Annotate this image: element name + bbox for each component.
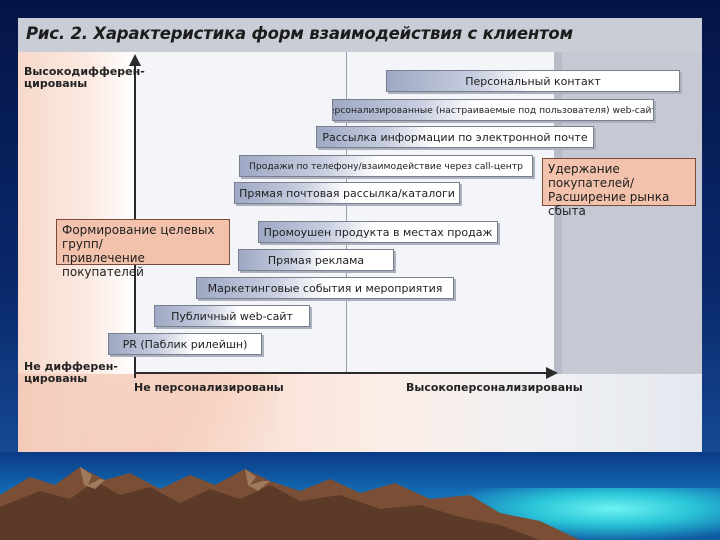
- bar-shade: [197, 278, 325, 298]
- bar-shade: [259, 222, 374, 242]
- center-divider: [346, 52, 347, 374]
- callout-retention-line-2: Расширение рынка сбыта: [548, 190, 670, 218]
- mountains-illustration: [0, 467, 580, 540]
- form-label: Прямая почтовая рассылка/каталоги: [239, 186, 455, 200]
- form-label: PR (Паблик рилейшн): [122, 337, 248, 351]
- bar-shade: [235, 183, 347, 203]
- form-label: Промоушен продукта в местах продаж: [263, 225, 493, 239]
- x-axis: [134, 372, 550, 374]
- form-label: Персональный контакт: [465, 74, 601, 88]
- callout-retention: Удержание покупателей/ Расширение рынка …: [542, 158, 696, 218]
- form-bar-promotion: Промоушен продукта в местах продаж: [258, 221, 498, 243]
- form-bar-direct-mail: Прямая почтовая рассылка/каталоги: [234, 182, 460, 204]
- y-axis-bottom-line-2: цированы: [24, 372, 88, 385]
- bar-shade: [387, 71, 533, 91]
- form-label: Публичный web-сайт: [171, 309, 293, 323]
- form-label: Маркетинговые события и мероприятия: [207, 281, 443, 295]
- bottom-diagonal-band: [78, 374, 278, 452]
- form-label: Рассылка информации по электронной почте: [322, 130, 588, 144]
- form-bar-marketing-events: Маркетинговые события и мероприятия: [196, 277, 454, 299]
- bar-shade: [109, 334, 193, 354]
- form-bar-pr: PR (Паблик рилейшн): [108, 333, 262, 355]
- x-axis-left-label: Не персонализированы: [134, 381, 284, 394]
- y-axis-bottom-label: Не дифферен- цированы: [24, 361, 118, 385]
- y-axis-arrow: [129, 54, 141, 66]
- form-bar-personal-contact: Персональный контакт: [386, 70, 680, 92]
- callout-acquisition: Формирование целевых групп/ привлечение …: [56, 219, 230, 279]
- figure-caption: Рис. 2. Характеристика форм взаимодейств…: [26, 24, 573, 43]
- y-axis-top-label: Высокодифферен- цированы: [24, 66, 145, 90]
- form-bar-telephone-sales: Продажи по телефону/взаимодействие через…: [239, 155, 533, 177]
- x-axis-right-label: Высокоперсонализированы: [406, 381, 583, 394]
- form-label: Персонализированные (настраиваемые под п…: [332, 104, 654, 116]
- y-axis-top-line-1: Высокодифферен-: [24, 65, 145, 78]
- bar-shade: [155, 306, 240, 326]
- bar-shade: [317, 127, 433, 147]
- form-bar-personalized-websites: Персонализированные (настраиваемые под п…: [332, 99, 654, 121]
- bar-shade: [333, 100, 477, 120]
- form-bar-email: Рассылка информации по электронной почте: [316, 126, 594, 148]
- y-axis-bottom-line-1: Не дифферен-: [24, 360, 118, 373]
- callout-acquisition-line-1: Формирование целевых групп/: [62, 223, 215, 251]
- callout-retention-line-1: Удержание покупателей/: [548, 162, 635, 190]
- y-axis: [134, 58, 136, 378]
- bar-shade: [240, 156, 381, 176]
- callout-acquisition-line-2: привлечение покупателей: [62, 251, 145, 279]
- form-bar-direct-advertising: Прямая реклама: [238, 249, 394, 271]
- form-label: Прямая реклама: [267, 253, 365, 267]
- figure: Рис. 2. Характеристика форм взаимодейств…: [18, 18, 702, 452]
- form-label: Продажи по телефону/взаимодействие через…: [249, 160, 523, 172]
- x-axis-arrow: [546, 367, 558, 379]
- bar-shade: [239, 250, 324, 270]
- y-axis-top-line-2: цированы: [24, 77, 88, 90]
- caption-bar: Рис. 2. Характеристика форм взаимодейств…: [18, 18, 702, 52]
- form-bar-public-website: Публичный web-сайт: [154, 305, 310, 327]
